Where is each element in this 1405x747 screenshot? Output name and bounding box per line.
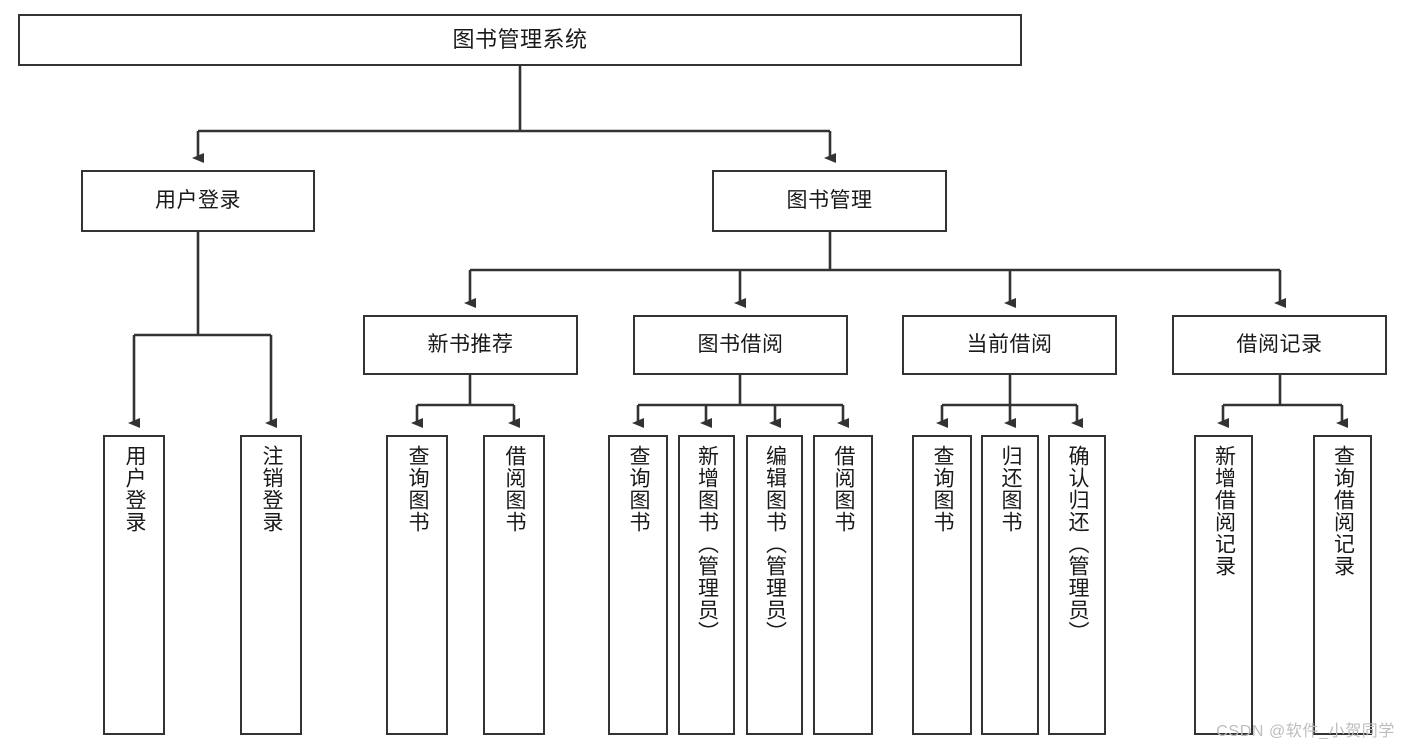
node-label: 图书借阅 (697, 332, 784, 356)
leaf-current-borrow-return[interactable]: 归还图书 (981, 435, 1039, 735)
node-label: 图书管理 (786, 188, 873, 212)
node-label: 图书管理系统 (452, 27, 588, 53)
node-book-borrow[interactable]: 图书借阅 (633, 315, 848, 375)
node-label: 确认归还（管理员） (1066, 445, 1090, 643)
node-label: 当前借阅 (966, 332, 1053, 356)
leaf-book-borrow-borrow[interactable]: 借阅图书 (813, 435, 873, 735)
leaf-current-borrow-query[interactable]: 查询图书 (912, 435, 972, 735)
leaf-user-login-login[interactable]: 用户登录 (103, 435, 165, 735)
node-current-borrow[interactable]: 当前借阅 (902, 315, 1117, 375)
leaf-borrow-record-add[interactable]: 新增借阅记录 (1194, 435, 1253, 735)
node-label: 查询图书 (406, 445, 430, 533)
node-label: 借阅记录 (1236, 332, 1323, 356)
node-label: 查询借阅记录 (1331, 445, 1355, 577)
leaf-current-borrow-confirm-admin[interactable]: 确认归还（管理员） (1048, 435, 1106, 735)
node-label: 新书推荐 (427, 332, 514, 356)
node-label: 新增图书（管理员） (695, 445, 719, 643)
csdn-watermark: CSDN @软件_小贺同学 (1216, 723, 1395, 740)
node-label: 查询图书 (931, 445, 955, 533)
node-label: 用户登录 (155, 188, 241, 212)
node-root-system[interactable]: 图书管理系统 (18, 14, 1022, 66)
node-label: 归还图书 (999, 445, 1023, 533)
leaf-new-book-borrow[interactable]: 借阅图书 (483, 435, 545, 735)
node-user-login[interactable]: 用户登录 (81, 170, 315, 232)
node-label: 编辑图书（管理员） (763, 445, 787, 643)
node-label: 查询图书 (627, 445, 651, 533)
leaf-book-borrow-add-admin[interactable]: 新增图书（管理员） (678, 435, 735, 735)
leaf-new-book-query[interactable]: 查询图书 (386, 435, 448, 735)
leaf-borrow-record-query[interactable]: 查询借阅记录 (1313, 435, 1372, 735)
node-borrow-record[interactable]: 借阅记录 (1172, 315, 1387, 375)
leaf-book-borrow-query[interactable]: 查询图书 (608, 435, 668, 735)
node-label: 注销登录 (260, 445, 284, 533)
leaf-book-borrow-edit-admin[interactable]: 编辑图书（管理员） (746, 435, 803, 735)
node-label: 借阅图书 (832, 445, 856, 533)
node-book-management[interactable]: 图书管理 (712, 170, 947, 232)
leaf-user-login-logout[interactable]: 注销登录 (240, 435, 302, 735)
node-label: 借阅图书 (503, 445, 527, 533)
node-label: 用户登录 (123, 445, 147, 533)
node-label: 新增借阅记录 (1212, 445, 1236, 577)
node-new-book-recommend[interactable]: 新书推荐 (363, 315, 578, 375)
